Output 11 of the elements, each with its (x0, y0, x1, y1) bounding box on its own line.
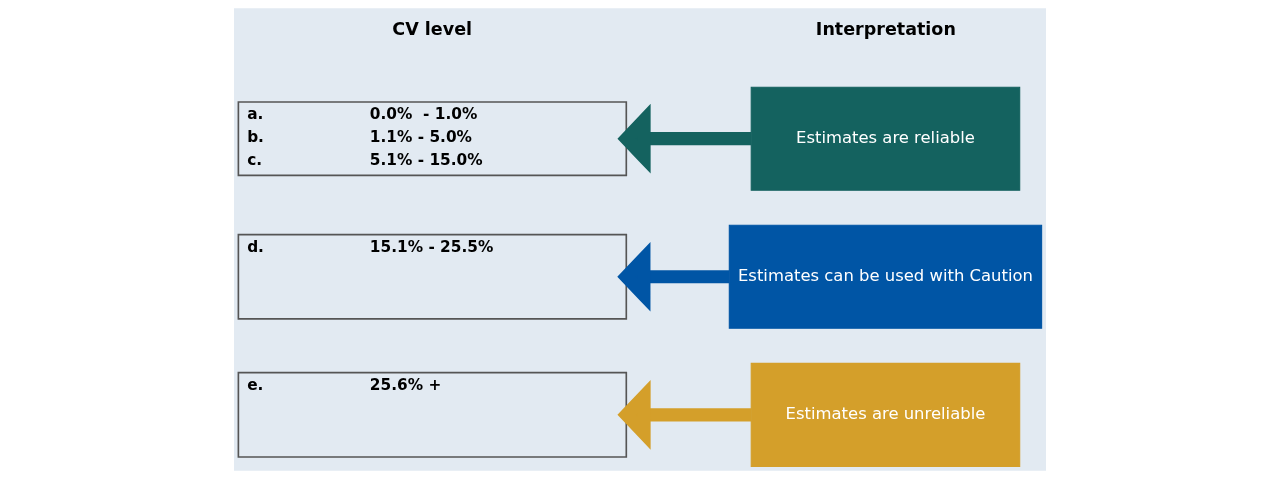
node-box: e. 25.6% + (237, 371, 628, 458)
node-box: a. 0.0% - 1.0% b. 1.1% - 5.0% c. 5.1% - 15.0% (237, 101, 628, 177)
node-box: Estimates can be used with Caution (728, 224, 1043, 329)
node-box: Estimates are unreliable (750, 362, 1021, 467)
arrow (617, 241, 730, 312)
arrow (617, 103, 752, 174)
arrow (617, 380, 752, 450)
node-box: Estimates are reliable (750, 86, 1021, 191)
node-box: d. 15.1% - 25.5% (237, 233, 628, 320)
label: CV level (392, 19, 473, 40)
label: Interpretation (815, 19, 956, 40)
